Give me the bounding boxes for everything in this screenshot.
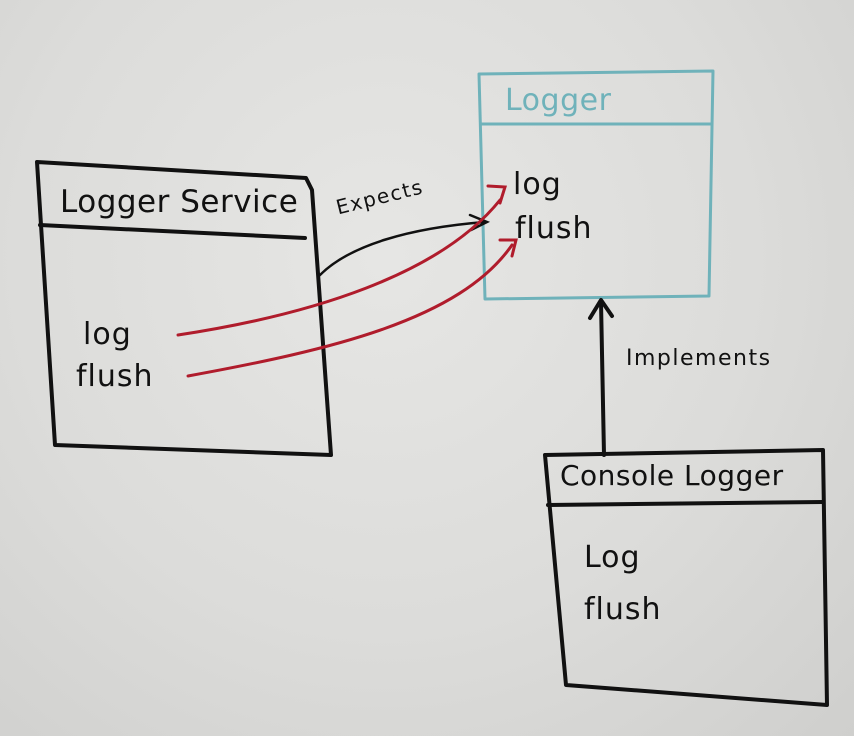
console-logger-box	[543, 448, 829, 707]
logger-method-log: log	[513, 167, 562, 202]
implements-arrow	[588, 298, 614, 457]
logger-service-title: Logger Service	[60, 184, 299, 220]
logger-method-flush: flush	[515, 211, 593, 246]
implements-label: Implements	[626, 346, 772, 371]
logger-service-method-flush: flush	[76, 359, 154, 394]
log-mapping-line	[176, 184, 508, 337]
flush-mapping-line	[186, 238, 518, 378]
logger-service-box	[35, 160, 333, 457]
logger-service-method-log: log	[83, 317, 132, 352]
expects-arrow	[318, 213, 491, 277]
logger-title: Logger	[505, 83, 612, 118]
console-logger-method-flush: flush	[584, 592, 662, 627]
console-logger-method-log: Log	[584, 540, 641, 575]
console-logger-title: Console Logger	[560, 459, 784, 492]
